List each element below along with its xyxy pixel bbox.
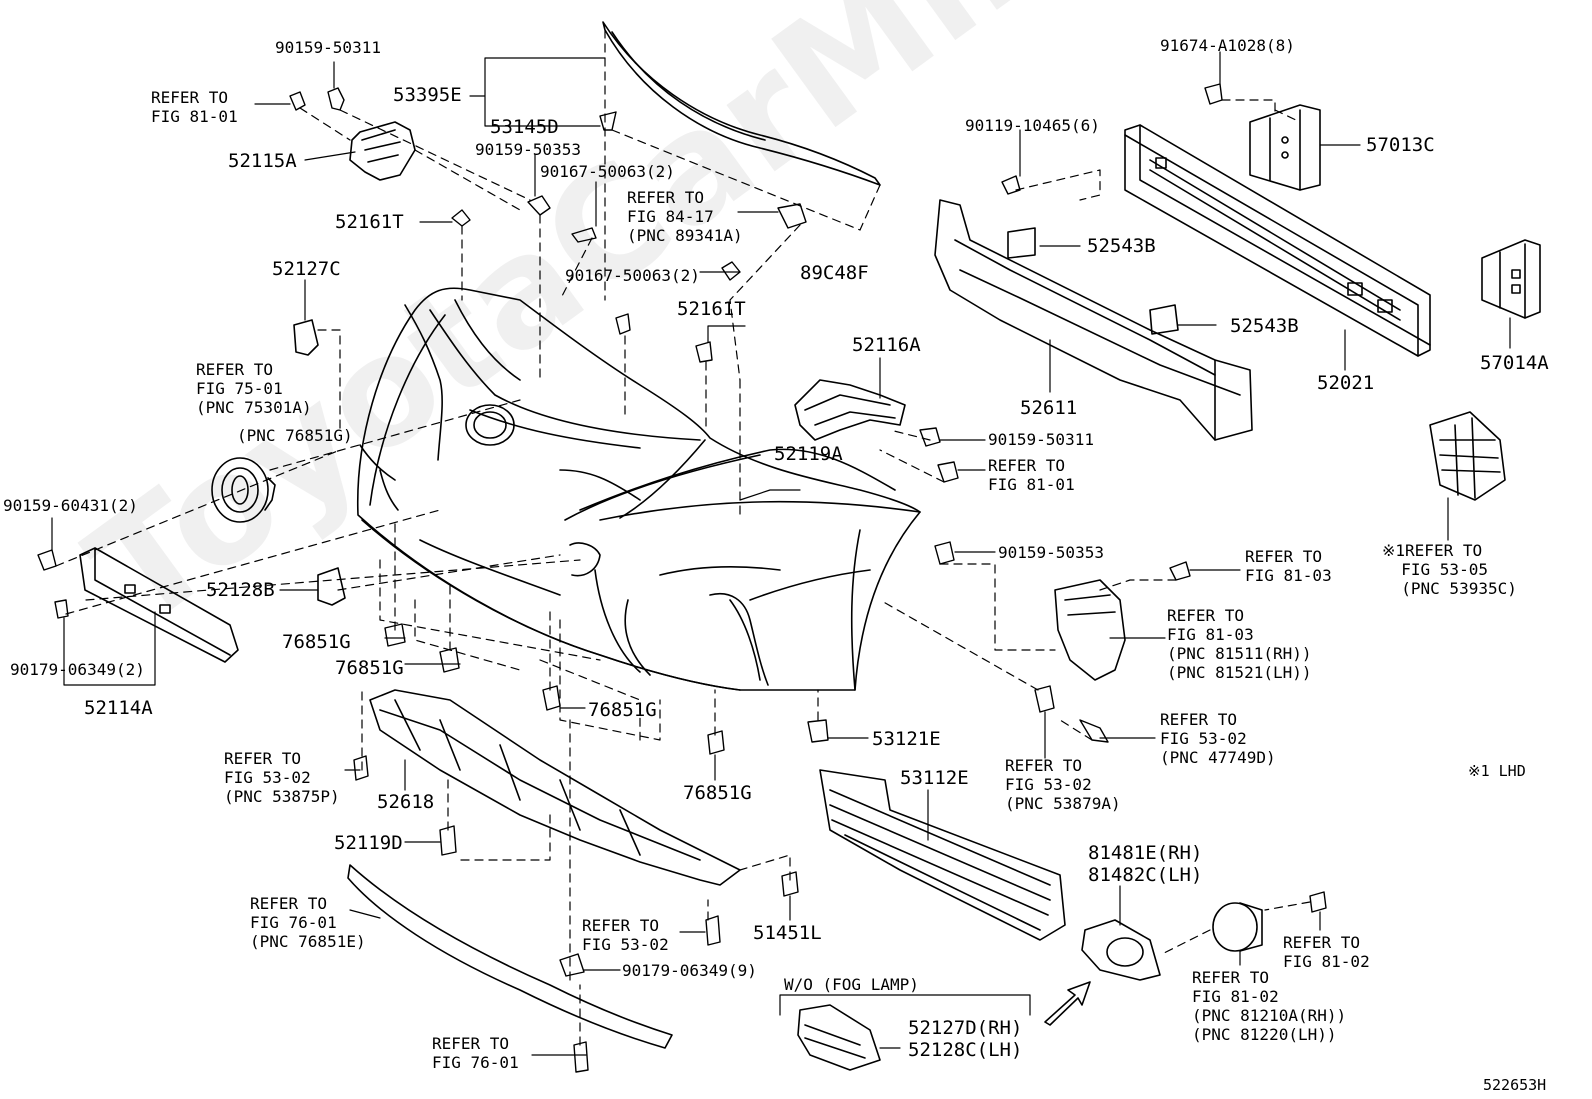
- label-pnc-76851g: (PNC 76851G): [237, 426, 353, 445]
- label-refer-fig-76-01-76851e: REFER TO FIG 76-01 (PNC 76851E): [250, 894, 366, 951]
- label-52128b: 52128B: [206, 579, 275, 601]
- reinforcement-52021-shape: [1124, 124, 1431, 357]
- cap-52128b-shape: [317, 567, 346, 606]
- label-57013c: 57013C: [1366, 134, 1435, 156]
- absorber-52611-shape: [934, 199, 1253, 441]
- dashed-lines: [55, 29, 1311, 1046]
- drl-lamp-shape: [1054, 579, 1126, 681]
- label-refer-fig-53-05: ※1REFER TO FIG 53-05 (PNC 53935C): [1382, 541, 1517, 598]
- label-76851g-c: 76851G: [588, 699, 657, 721]
- label-refer-fig-81-01-mid: REFER TO FIG 81-01: [988, 456, 1075, 494]
- label-52127d-52128c: 52127D(RH) 52128C(LH): [908, 1017, 1023, 1061]
- label-90167-50063-a: 90167-50063(2): [540, 162, 675, 181]
- grille-53935c-shape: [1429, 411, 1506, 501]
- pad-52543b-shapes: [1007, 227, 1179, 335]
- label-refer-fig-76-01-bottom: REFER TO FIG 76-01: [432, 1034, 519, 1072]
- label-refer-fig-81-02-b: REFER TO FIG 81-02 (PNC 81210A(RH)) (PNC…: [1192, 968, 1347, 1044]
- label-refer-fig-81-02-a: REFER TO FIG 81-02: [1283, 933, 1370, 971]
- label-refer-fig-53-02-53879a: REFER TO FIG 53-02 (PNC 53879A): [1005, 756, 1121, 813]
- label-refer-fig-53-02-47749d: REFER TO FIG 53-02 (PNC 47749D): [1160, 710, 1276, 767]
- label-52116a: 52116A: [852, 334, 921, 356]
- label-52114a: 52114A: [84, 697, 153, 719]
- label-refer-fig-53-02-bottom: REFER TO FIG 53-02: [582, 916, 669, 954]
- label-90159-60431: 90159-60431(2): [3, 496, 138, 515]
- license-bracket-shape: [79, 547, 239, 663]
- label-52127c: 52127C: [272, 258, 341, 280]
- bracket-52116a-shape: [794, 379, 906, 441]
- leader-lines: [51, 51, 1511, 1056]
- label-90159-50311-top: 90159-50311: [275, 38, 381, 57]
- label-90159-50311-mid: 90159-50311: [988, 430, 1094, 449]
- bumper-cover-shape: [356, 287, 921, 691]
- label-refer-fig-53-02-53875p: REFER TO FIG 53-02 (PNC 53875P): [224, 749, 340, 806]
- label-53121e: 53121E: [872, 728, 941, 750]
- label-lhd-note: ※1 LHD: [1468, 762, 1526, 780]
- bracket-52115a-shape: [349, 121, 416, 181]
- label-52161t-a: 52161T: [335, 211, 404, 233]
- label-52021: 52021: [1317, 372, 1375, 394]
- label-90119-10465: 90119-10465(6): [965, 116, 1100, 135]
- label-91674-a1028: 91674-A1028(8): [1160, 36, 1295, 55]
- bracket-57013c-shape: [1249, 104, 1321, 191]
- label-90179-06349-bottom: 90179-06349(9): [622, 961, 757, 980]
- label-52161t-b: 52161T: [677, 298, 746, 320]
- label-89c48f: 89C48F: [800, 262, 869, 284]
- lower-spoiler-shape: [369, 689, 741, 886]
- label-wo-fog-lamp: W/O (FOG LAMP): [784, 975, 919, 994]
- label-90159-50353-mid: 90159-50353: [998, 543, 1104, 562]
- grille-wo-fog-shape: [797, 1004, 881, 1071]
- label-52119d: 52119D: [334, 832, 403, 854]
- label-refer-fig-81-03-b: REFER TO FIG 81-03 (PNC 81511(RH)) (PNC …: [1167, 606, 1312, 682]
- label-90179-06349-left: 90179-06349(2): [10, 660, 145, 679]
- label-57014a: 57014A: [1480, 352, 1549, 374]
- fog-bezel-shape: [1081, 919, 1161, 981]
- label-76851g-b: 76851G: [335, 657, 404, 679]
- label-76851g-d: 76851G: [683, 782, 752, 804]
- label-81481e-81482c: 81481E(RH) 81482C(LH): [1088, 842, 1203, 886]
- label-90159-50353-top: 90159-50353: [475, 140, 581, 159]
- upper-molding-shape: [602, 21, 881, 186]
- label-52618: 52618: [377, 791, 435, 813]
- cap-52127c-shape: [293, 319, 319, 356]
- bracket-57014a-shape: [1481, 239, 1541, 319]
- label-refer-fig-84-17: REFER TO FIG 84-17 (PNC 89341A): [627, 188, 743, 245]
- label-76851g-a: 76851G: [282, 631, 351, 653]
- emblem-shape: [211, 457, 276, 523]
- label-refer-fig-75-01: REFER TO FIG 75-01 (PNC 75301A): [196, 360, 312, 417]
- label-52119a: 52119A: [774, 443, 843, 465]
- fog-lamp-shape: [1212, 902, 1263, 952]
- label-refer-fig-81-01-top: REFER TO FIG 81-01: [151, 88, 238, 126]
- label-53145d: 53145D: [490, 116, 559, 138]
- label-refer-fig-81-03-a: REFER TO FIG 81-03: [1245, 547, 1332, 585]
- label-90167-50063-b: 90167-50063(2): [565, 266, 700, 285]
- label-52115a: 52115A: [228, 150, 297, 172]
- label-53112e: 53112E: [900, 767, 969, 789]
- direction-arrow: [1044, 981, 1091, 1026]
- label-diagram-id: 522653H: [1483, 1076, 1547, 1094]
- label-52543b-a: 52543B: [1087, 235, 1156, 257]
- label-53395e: 53395E: [393, 84, 462, 106]
- lower-molding-shape: [347, 864, 673, 1049]
- fasteners: [37, 83, 1327, 1073]
- grille-53112e-shape: [819, 769, 1066, 941]
- label-51451l: 51451L: [753, 922, 822, 944]
- label-52543b-b: 52543B: [1230, 315, 1299, 337]
- label-52611: 52611: [1020, 397, 1078, 419]
